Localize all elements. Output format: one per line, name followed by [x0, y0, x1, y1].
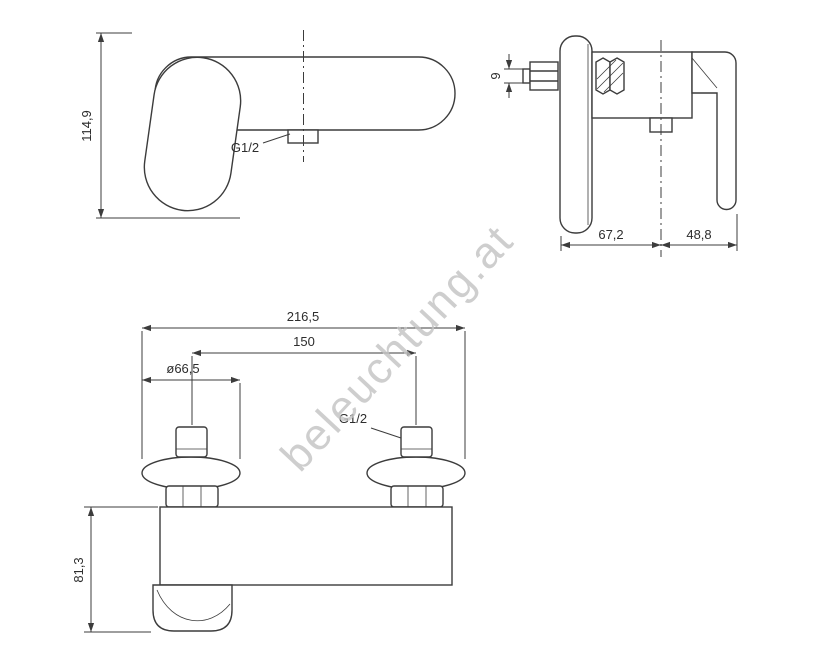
- dim-body-height-label: 81,3: [71, 557, 86, 582]
- dim-stem-height: 9: [488, 54, 526, 98]
- dim-body-height: 81,3: [71, 506, 158, 633]
- right-square-nut: [400, 426, 433, 458]
- bottom-view: 216,5 150 ø66,5 G1/2: [71, 309, 466, 633]
- spout: [152, 584, 233, 632]
- lever-inner-edge: [691, 57, 718, 89]
- handle-oval: [143, 56, 242, 212]
- sectioned-nut: [595, 57, 625, 95]
- right-connection: [366, 426, 466, 508]
- dim-overall-width: 216,5: [141, 309, 466, 459]
- stem: [522, 68, 531, 84]
- dim-height: 114,9: [79, 32, 240, 219]
- hex-connector: [529, 61, 559, 91]
- outlet-leader-line: [262, 133, 291, 144]
- right-hex-nut: [390, 485, 444, 508]
- dim-depth-left-label: 67,2: [598, 227, 623, 242]
- outlet-thread-callout: G1/2: [231, 133, 291, 155]
- side-view: 9 67,2 48,8: [488, 35, 738, 257]
- spout-inner-curve: [156, 589, 231, 622]
- dim-escutcheon-label: ø66,5: [166, 361, 199, 376]
- left-connection: [141, 426, 241, 508]
- dim-depth-right-label: 48,8: [686, 227, 711, 242]
- dim-connection-centers: 150: [191, 334, 417, 425]
- dim-escutcheon-diameter: ø66,5: [142, 361, 241, 459]
- dim-centers-label: 150: [293, 334, 315, 349]
- inlet-leader-line: [370, 427, 402, 439]
- front-view: 114,9 G1/2: [79, 30, 456, 219]
- inlet-thread-label: G1/2: [339, 411, 367, 426]
- dim-height-label: 114,9: [79, 110, 94, 142]
- inlet-thread-callout: G1/2: [339, 411, 402, 439]
- left-escutcheon: [141, 456, 241, 490]
- handle-lever: [691, 51, 737, 211]
- dim-stem-label: 9: [488, 72, 503, 79]
- dim-depths: 67,2 48,8: [560, 214, 738, 251]
- mixer-body: [159, 506, 453, 586]
- left-hex-nut: [165, 485, 219, 508]
- wall-plate: [559, 35, 593, 234]
- left-square-nut: [175, 426, 208, 458]
- right-escutcheon: [366, 456, 466, 490]
- dim-overall-width-label: 216,5: [287, 309, 320, 324]
- outlet-thread-label: G1/2: [231, 140, 259, 155]
